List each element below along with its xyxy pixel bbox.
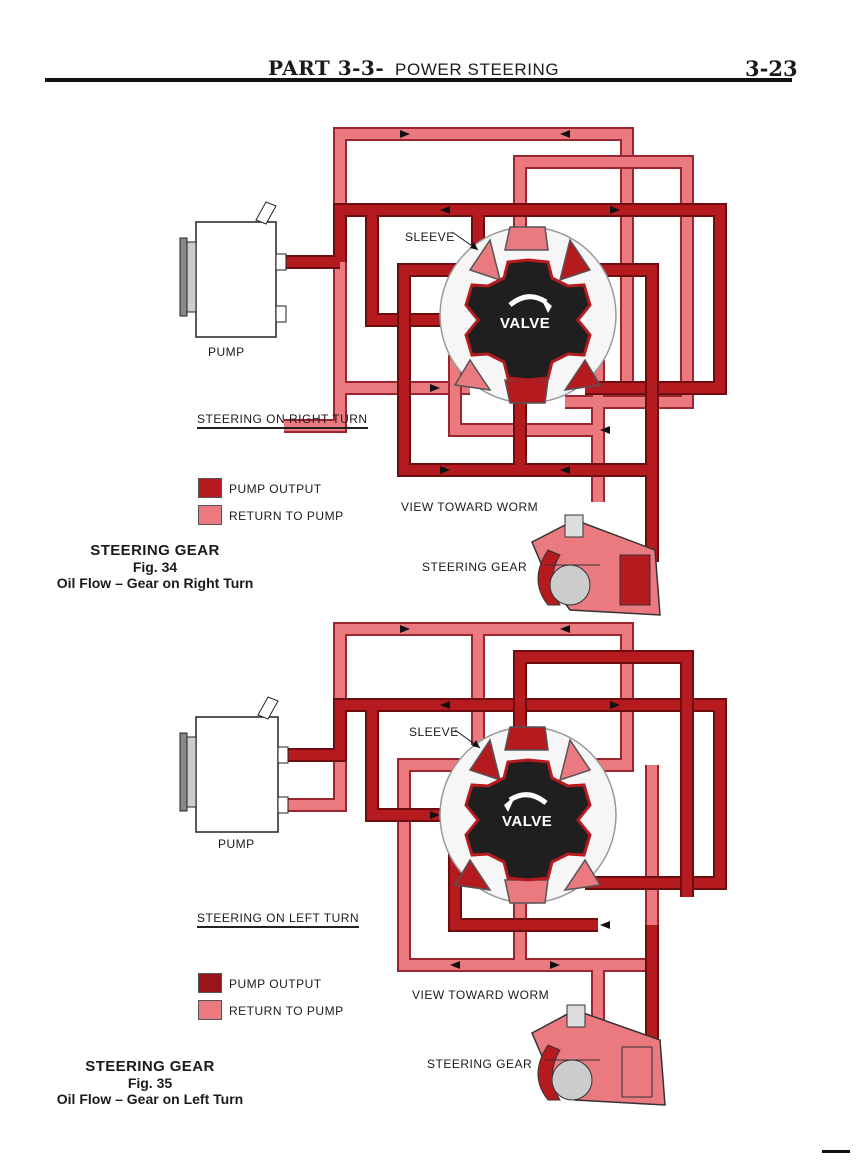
page-edge-mark	[822, 1150, 850, 1153]
figure-right-turn: SLEEVE VALVE PUMP STEERING ON RIGHT TURN…	[0, 110, 858, 630]
header-rule	[45, 78, 792, 82]
pump-body	[179, 201, 287, 338]
caption-line3: Oil Flow – Gear on Right Turn	[56, 575, 254, 591]
turn-label: STEERING ON LEFT TURN	[197, 911, 360, 928]
figure-caption: STEERING GEAR Fig. 34 Oil Flow – Gear on…	[40, 542, 270, 591]
caption-line2: Fig. 34	[132, 559, 178, 575]
oil-flow-diagram	[179, 622, 727, 1106]
turn-label: STEERING ON RIGHT TURN	[197, 412, 368, 429]
figure-caption: STEERING GEAR Fig. 35 Oil Flow – Gear on…	[35, 1058, 265, 1107]
valve-label: VALVE	[500, 315, 551, 332]
part-label: PART 3-3-	[268, 56, 385, 80]
legend-return-label: RETURN TO PUMP	[229, 1004, 344, 1018]
swatch-output	[198, 478, 222, 498]
figure-left-turn: SLEEVE VALVE PUMP STEERING ON LEFT TURN …	[0, 605, 858, 1125]
gear-label: STEERING GEAR	[422, 560, 528, 574]
view-label: VIEW TOWARD WORM	[401, 500, 539, 514]
page-header: PART 3-3- POWER STEERING 3-23	[0, 52, 858, 92]
legend-output-label: PUMP OUTPUT	[229, 977, 322, 991]
gear-label: STEERING GEAR	[427, 1057, 533, 1071]
legend-return-label: RETURN TO PUMP	[229, 509, 344, 523]
sleeve-label: SLEEVE	[405, 230, 455, 244]
pump-body	[179, 696, 289, 833]
oil-flow-diagram	[179, 127, 727, 616]
swatch-return	[198, 1000, 222, 1020]
legend-output-label: PUMP OUTPUT	[229, 482, 322, 496]
caption-line3: Oil Flow – Gear on Left Turn	[56, 1091, 244, 1107]
page-number: 3-23	[745, 56, 798, 81]
valve-label: VALVE	[502, 813, 553, 830]
sleeve-label: SLEEVE	[409, 725, 459, 739]
steering-gear-housing	[531, 1004, 666, 1106]
pump-label: PUMP	[218, 837, 255, 851]
steering-gear-housing	[531, 514, 661, 616]
caption-line2: Fig. 35	[127, 1075, 173, 1091]
swatch-output	[198, 973, 222, 993]
section-title: POWER STEERING	[395, 60, 560, 79]
view-label: VIEW TOWARD WORM	[412, 988, 550, 1002]
pump-label: PUMP	[208, 345, 245, 359]
caption-line1: STEERING GEAR	[85, 1058, 215, 1075]
swatch-return	[198, 505, 222, 525]
caption-line1: STEERING GEAR	[90, 542, 220, 559]
